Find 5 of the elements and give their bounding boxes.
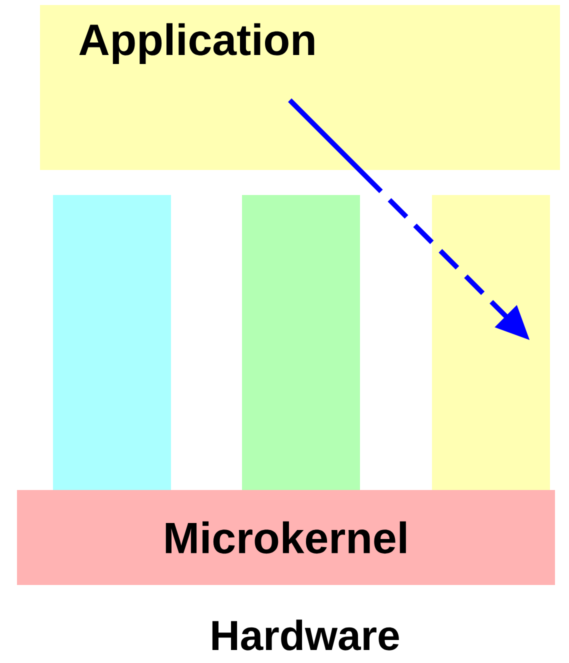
column-block bbox=[53, 195, 171, 490]
application-box: Application bbox=[40, 5, 560, 170]
microkernel-box: Microkernel bbox=[17, 490, 555, 585]
column-block bbox=[432, 195, 550, 490]
column-block bbox=[242, 195, 360, 490]
